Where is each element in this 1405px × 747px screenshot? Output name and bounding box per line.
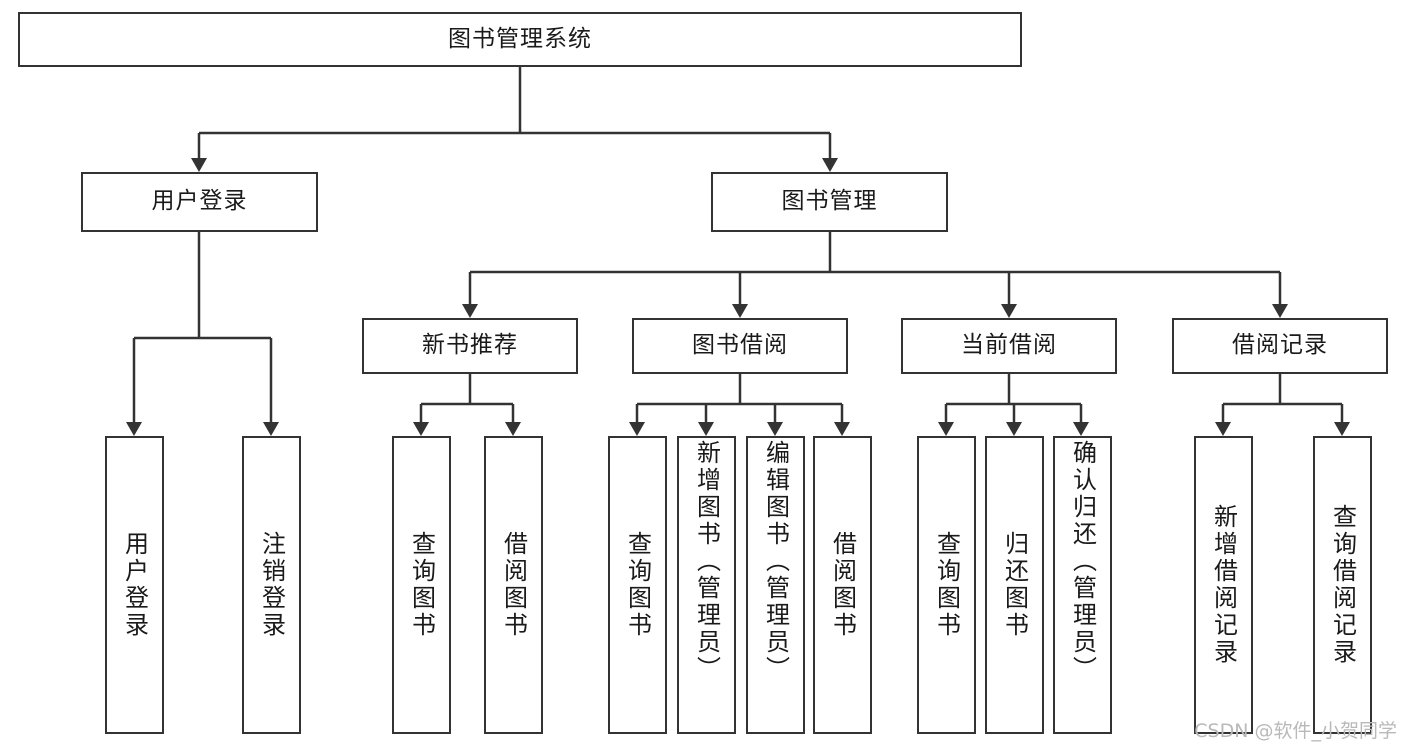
leaf-borrow-book-recommend[interactable]: 借阅图书 bbox=[484, 436, 543, 734]
node-new-book-recommend[interactable]: 新书推荐 bbox=[362, 318, 578, 374]
leaf-user-login[interactable]: 用户登录 bbox=[105, 436, 164, 734]
node-current-borrow[interactable]: 当前借阅 bbox=[901, 318, 1117, 374]
node-label: 新书推荐 bbox=[422, 332, 518, 359]
node-label: 确认归还（管理员） bbox=[1068, 440, 1097, 683]
node-label: 当前借阅 bbox=[961, 332, 1057, 359]
node-label: 新增借阅记录 bbox=[1209, 504, 1238, 666]
node-book-borrow[interactable]: 图书借阅 bbox=[632, 318, 848, 374]
leaf-confirm-return-admin[interactable]: 确认归还（管理员） bbox=[1053, 436, 1112, 734]
node-book-management[interactable]: 图书管理 bbox=[711, 172, 948, 232]
node-user-login[interactable]: 用户登录 bbox=[81, 172, 318, 232]
node-label: 注销登录 bbox=[257, 531, 286, 639]
leaf-add-borrow-record[interactable]: 新增借阅记录 bbox=[1194, 436, 1253, 734]
leaf-user-logout[interactable]: 注销登录 bbox=[242, 436, 301, 734]
watermark-text: CSDN @软件_小贺同学 bbox=[1194, 720, 1397, 742]
leaf-query-book-recommend[interactable]: 查询图书 bbox=[392, 436, 451, 734]
node-label: 图书借阅 bbox=[692, 332, 788, 359]
leaf-edit-book-admin[interactable]: 编辑图书（管理员） bbox=[746, 436, 805, 734]
leaf-add-book-admin[interactable]: 新增图书（管理员） bbox=[677, 436, 736, 734]
node-label: 编辑图书（管理员） bbox=[761, 440, 790, 683]
node-label: 用户登录 bbox=[151, 188, 248, 215]
node-label: 图书管理 bbox=[781, 188, 878, 215]
leaf-query-book-current[interactable]: 查询图书 bbox=[917, 436, 976, 734]
node-label: 新增图书（管理员） bbox=[692, 440, 721, 683]
node-label: 查询借阅记录 bbox=[1328, 504, 1357, 666]
node-label: 归还图书 bbox=[1000, 531, 1029, 639]
leaf-query-borrow-record[interactable]: 查询借阅记录 bbox=[1313, 436, 1372, 734]
node-label: 查询图书 bbox=[623, 531, 652, 639]
leaf-return-book[interactable]: 归还图书 bbox=[985, 436, 1044, 734]
node-label: 借阅图书 bbox=[499, 531, 528, 639]
node-root-book-management-system[interactable]: 图书管理系统 bbox=[18, 12, 1022, 67]
node-label: 借阅记录 bbox=[1232, 332, 1328, 359]
node-label: 查询图书 bbox=[407, 531, 436, 639]
leaf-borrow-book[interactable]: 借阅图书 bbox=[813, 436, 872, 734]
node-label: 借阅图书 bbox=[828, 531, 857, 639]
node-label: 用户登录 bbox=[120, 531, 149, 639]
node-label: 图书管理系统 bbox=[448, 25, 592, 52]
leaf-query-book-borrow[interactable]: 查询图书 bbox=[608, 436, 667, 734]
node-borrow-record[interactable]: 借阅记录 bbox=[1172, 318, 1388, 374]
node-label: 查询图书 bbox=[932, 531, 961, 639]
